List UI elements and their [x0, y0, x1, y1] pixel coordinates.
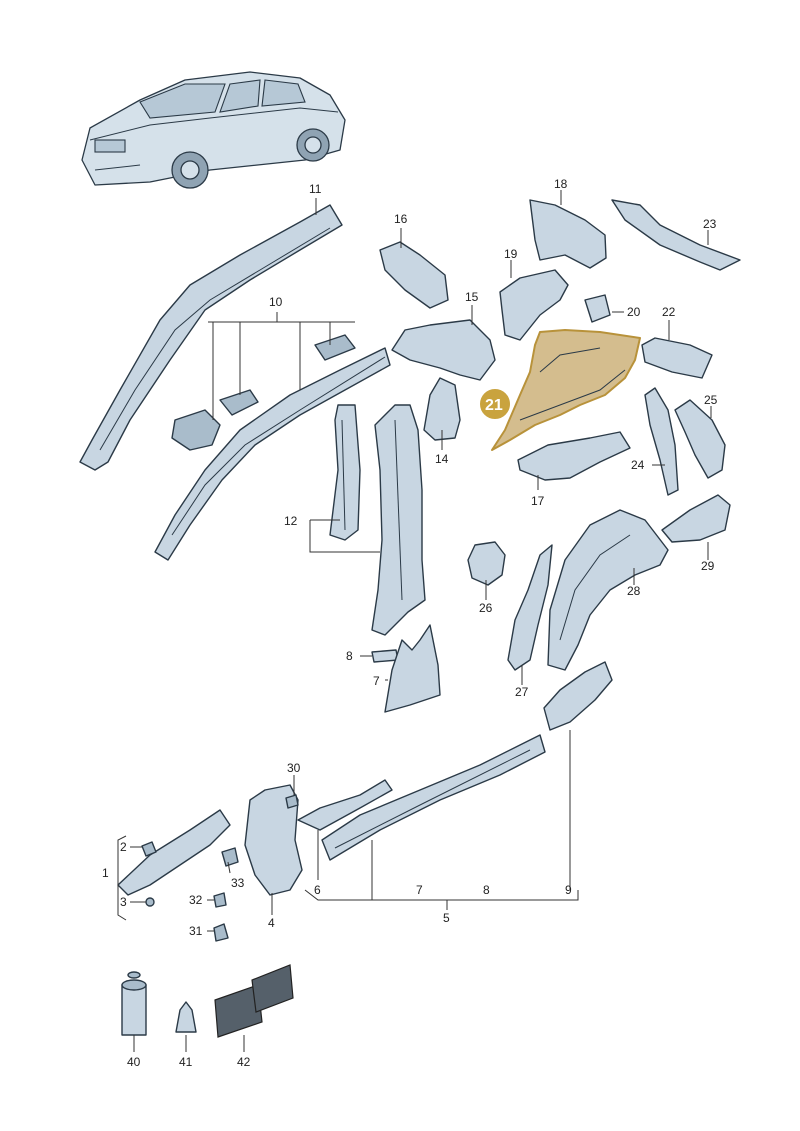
part-40-sealant-canister: [121, 971, 147, 1036]
part-1-front-longitudinal: [117, 809, 231, 896]
part-31-bolt: [213, 923, 229, 942]
callout-15: 15: [465, 290, 479, 304]
part-41-nozzle: [175, 1001, 197, 1033]
part-21-highlighted-side-panel: [491, 329, 641, 451]
callout-17: 17: [531, 494, 545, 508]
part-30-clip: [285, 794, 299, 809]
part-19-reinforcement: [499, 269, 569, 341]
callout-22: 22: [662, 305, 676, 319]
part-7-b-pillar-lower: [384, 624, 441, 713]
callout-31: 31: [189, 924, 203, 938]
part-24-strut: [644, 387, 679, 496]
part-3-fastener: [145, 897, 155, 907]
callout-24: 24: [631, 458, 645, 472]
callout-6: 6: [314, 883, 321, 897]
part-5-side-sill: [321, 734, 546, 861]
callout-9: 9: [565, 883, 572, 897]
callout-4: 4: [268, 916, 275, 930]
part-28-wheelhouse: [547, 509, 669, 671]
part-20-small-bracket: [584, 294, 611, 323]
callout-40: 40: [127, 1055, 141, 1069]
part-22-bracket: [641, 337, 713, 379]
part-10-roof-side-member: [154, 334, 391, 561]
callout-12: 12: [284, 514, 298, 528]
part-25-strut: [674, 399, 726, 479]
callout-3: 3: [120, 895, 127, 909]
callout-20: 20: [627, 305, 641, 319]
part-33-bracket: [221, 847, 239, 867]
part-9-rear-sill-end: [543, 661, 613, 731]
callout-32: 32: [189, 893, 203, 907]
highlight-badge-21: 21: [478, 387, 512, 421]
callout-30: 30: [287, 761, 301, 775]
part-18-rear-panel-upper: [529, 199, 607, 269]
callout-27: 27: [515, 685, 529, 699]
part-16-bracket: [379, 241, 449, 309]
part-17-floor-bracket: [517, 431, 631, 481]
callout-19: 19: [504, 247, 518, 261]
callout-8-upper: 8: [346, 649, 353, 663]
part-23-rear-cross-member: [611, 199, 741, 271]
part-29-bracket: [661, 494, 731, 543]
callout-16: 16: [394, 212, 408, 226]
callout-25: 25: [704, 393, 718, 407]
callout-41: 41: [179, 1055, 193, 1069]
part-2-fastener: [141, 841, 157, 857]
part-11-roof-frame-side: [79, 204, 343, 471]
callout-8-lower: 8: [483, 883, 490, 897]
part-6-sill-inner: [297, 779, 393, 831]
callout-18: 18: [554, 177, 568, 191]
callout-23: 23: [703, 217, 717, 231]
part-14-pillar-bracket: [423, 377, 461, 441]
callout-28: 28: [627, 584, 641, 598]
callout-14: 14: [435, 452, 449, 466]
callout-labels: 11 10 12 8 7 16 15 14 18 19 20 23 22 17 …: [102, 177, 718, 1069]
part-8-small-plate: [371, 649, 399, 663]
callout-10: 10: [269, 295, 283, 309]
callout-42: 42: [237, 1055, 251, 1069]
reference-car-illustration: [81, 71, 346, 189]
part-15-wheelhouse-upper: [391, 319, 496, 381]
part-32-bolt: [213, 892, 227, 908]
leader-lines: [117, 190, 712, 1052]
part-26-mount: [467, 541, 506, 586]
callout-2: 2: [120, 840, 127, 854]
part-b-pillar-outer: [371, 404, 426, 636]
callout-7-upper: 7: [373, 674, 380, 688]
callout-33: 33: [231, 876, 245, 890]
callout-26: 26: [479, 601, 493, 615]
callout-5: 5: [443, 911, 450, 925]
part-12-b-pillar-reinforcement: [329, 404, 361, 541]
callout-29: 29: [701, 559, 715, 573]
callout-11: 11: [309, 182, 322, 196]
part-27-c-pillar-inner: [507, 544, 553, 671]
part-42-sealing-mats: [214, 964, 294, 1038]
callout-1: 1: [102, 866, 109, 880]
part-4-a-pillar-lower: [244, 784, 303, 896]
callout-7-lower: 7: [416, 883, 423, 897]
callout-21: 21: [485, 397, 503, 414]
